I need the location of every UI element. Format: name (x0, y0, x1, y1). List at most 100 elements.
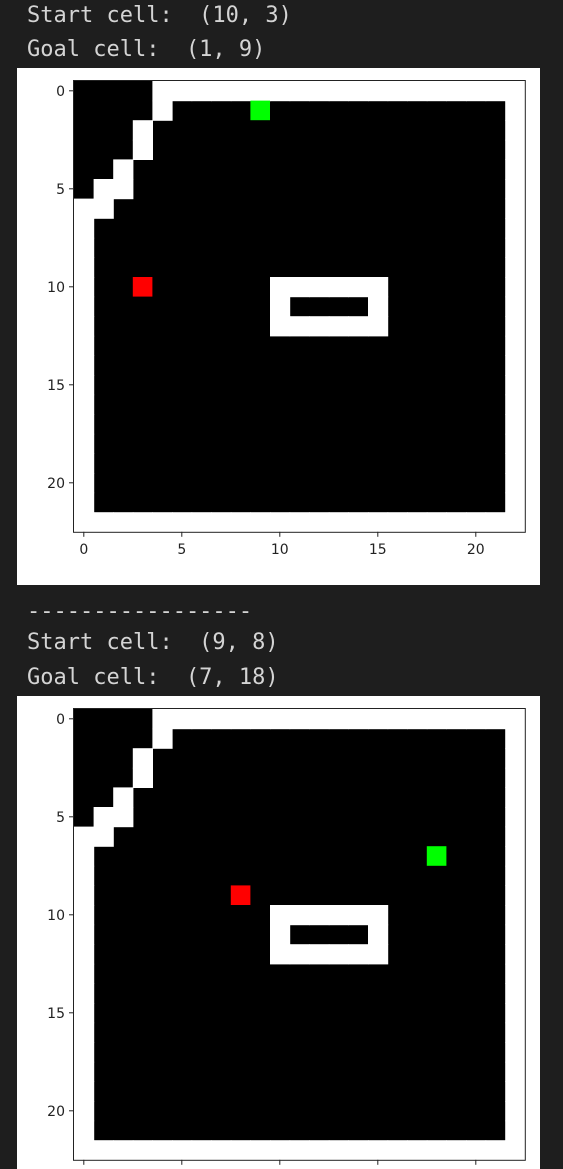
maze-wall-cell (132, 1140, 153, 1161)
maze-wall-cell (93, 807, 114, 828)
maze-wall-cell (348, 944, 369, 965)
y-tick-label: 15 (47, 378, 65, 394)
maze-wall-cell (74, 1081, 95, 1102)
maze-wall-cell (505, 394, 526, 415)
maze-wall-cell (505, 1061, 526, 1082)
maze-wall-cell (113, 787, 134, 808)
maze-wall-cell (270, 924, 291, 945)
maze-wall-cell (191, 512, 212, 533)
maze-wall-cell (505, 237, 526, 258)
start-cell-marker-1 (132, 277, 153, 297)
maze-wall-cell (270, 296, 291, 317)
maze-wall-cell (74, 237, 95, 258)
y-tick-label: 0 (56, 712, 65, 728)
maze-wall-cell (328, 709, 349, 730)
maze-wall-cell (505, 492, 526, 513)
maze-wall-cell (505, 748, 526, 769)
x-tick-label: 10 (271, 542, 289, 558)
maze-wall-cell (505, 335, 526, 356)
maze-wall-cell (74, 983, 95, 1004)
maze-wall-cell (230, 1140, 251, 1161)
maze-wall-cell (74, 826, 95, 847)
maze-wall-cell (270, 512, 291, 533)
maze-wall-cell (348, 512, 369, 533)
maze-wall-cell (152, 728, 173, 749)
maze-wall-cell (505, 1140, 526, 1161)
goal-cell-marker-1 (250, 100, 270, 121)
maze-wall-cell (407, 1140, 428, 1161)
maze-wall-cell (368, 81, 389, 102)
maze-wall-cell (328, 512, 349, 533)
maze-wall-cell (328, 81, 349, 102)
maze-wall-cell (74, 1042, 95, 1063)
maze-wall-cell (505, 983, 526, 1004)
maze-wall-cell (505, 453, 526, 474)
maze-wall-cell (466, 1140, 487, 1161)
maze-wall-cell (426, 709, 447, 730)
maze-wall-cell (74, 296, 95, 317)
maze-wall-cell (250, 512, 271, 533)
maze-wall-cell (446, 1140, 467, 1161)
maze-wall-cell (309, 316, 330, 337)
maze-wall-cell (113, 807, 134, 828)
maze-wall-cell (74, 198, 95, 219)
maze-wall-cell (74, 1061, 95, 1082)
maze-wall-cell (348, 709, 369, 730)
maze-wall-cell (191, 1140, 212, 1161)
maze-wall-cell (485, 709, 506, 730)
maze-wall-cell (387, 81, 408, 102)
maze-wall-cell (328, 316, 349, 337)
maze-wall-cell (74, 885, 95, 906)
axes-frame (73, 708, 526, 1161)
maze-wall-cell (289, 944, 310, 965)
x-tick-label: 15 (369, 542, 387, 558)
maze-wall-cell (289, 709, 310, 730)
x-tick-label: 0 (79, 542, 88, 558)
maze-wall-cell (309, 1140, 330, 1161)
maze-wall-cell (505, 1022, 526, 1043)
maze-wall-cell (505, 709, 526, 730)
maze-wall-cell (328, 905, 349, 926)
maze-wall-cell (309, 944, 330, 965)
maze-wall-cell (505, 807, 526, 828)
maze-wall-cell (250, 1140, 271, 1161)
maze-wall-cell (505, 905, 526, 926)
maze-wall-cell (368, 512, 389, 533)
maze-wall-cell (387, 709, 408, 730)
maze-wall-cell (505, 316, 526, 337)
maze-wall-cell (505, 120, 526, 141)
maze-wall-cell (172, 709, 193, 730)
maze-wall-cell (289, 512, 310, 533)
maze-wall-cell (505, 1120, 526, 1141)
y-tick-label: 15 (47, 1006, 65, 1022)
maze-wall-cell (505, 1081, 526, 1102)
maze-wall-cell (368, 1140, 389, 1161)
maze-wall-cell (74, 257, 95, 278)
maze-wall-cell (505, 473, 526, 494)
maze-wall-cell (505, 257, 526, 278)
maze-wall-cell (74, 963, 95, 984)
maze-wall-cell (446, 81, 467, 102)
maze-wall-cell (505, 512, 526, 533)
maze-wall-cell (426, 81, 447, 102)
y-tick-label: 0 (56, 84, 65, 100)
maze-wall-cell (505, 139, 526, 160)
maze-wall-cell (309, 512, 330, 533)
maze-wall-cell (230, 81, 251, 102)
maze-wall-cell (74, 924, 95, 945)
maze-wall-cell (368, 709, 389, 730)
maze-wall-cell (289, 1140, 310, 1161)
maze-wall-cell (152, 81, 173, 102)
maze-wall-cell (132, 139, 153, 160)
y-tick-label: 20 (47, 1104, 65, 1120)
maze-wall-cell (505, 865, 526, 886)
maze-wall-cell (250, 709, 271, 730)
maze-wall-cell (211, 512, 232, 533)
maze-wall-cell (289, 905, 310, 926)
maze-wall-cell (152, 709, 173, 730)
maze-wall-cell (505, 355, 526, 376)
maze-wall-cell (505, 218, 526, 239)
maze-wall-cell (270, 1140, 291, 1161)
